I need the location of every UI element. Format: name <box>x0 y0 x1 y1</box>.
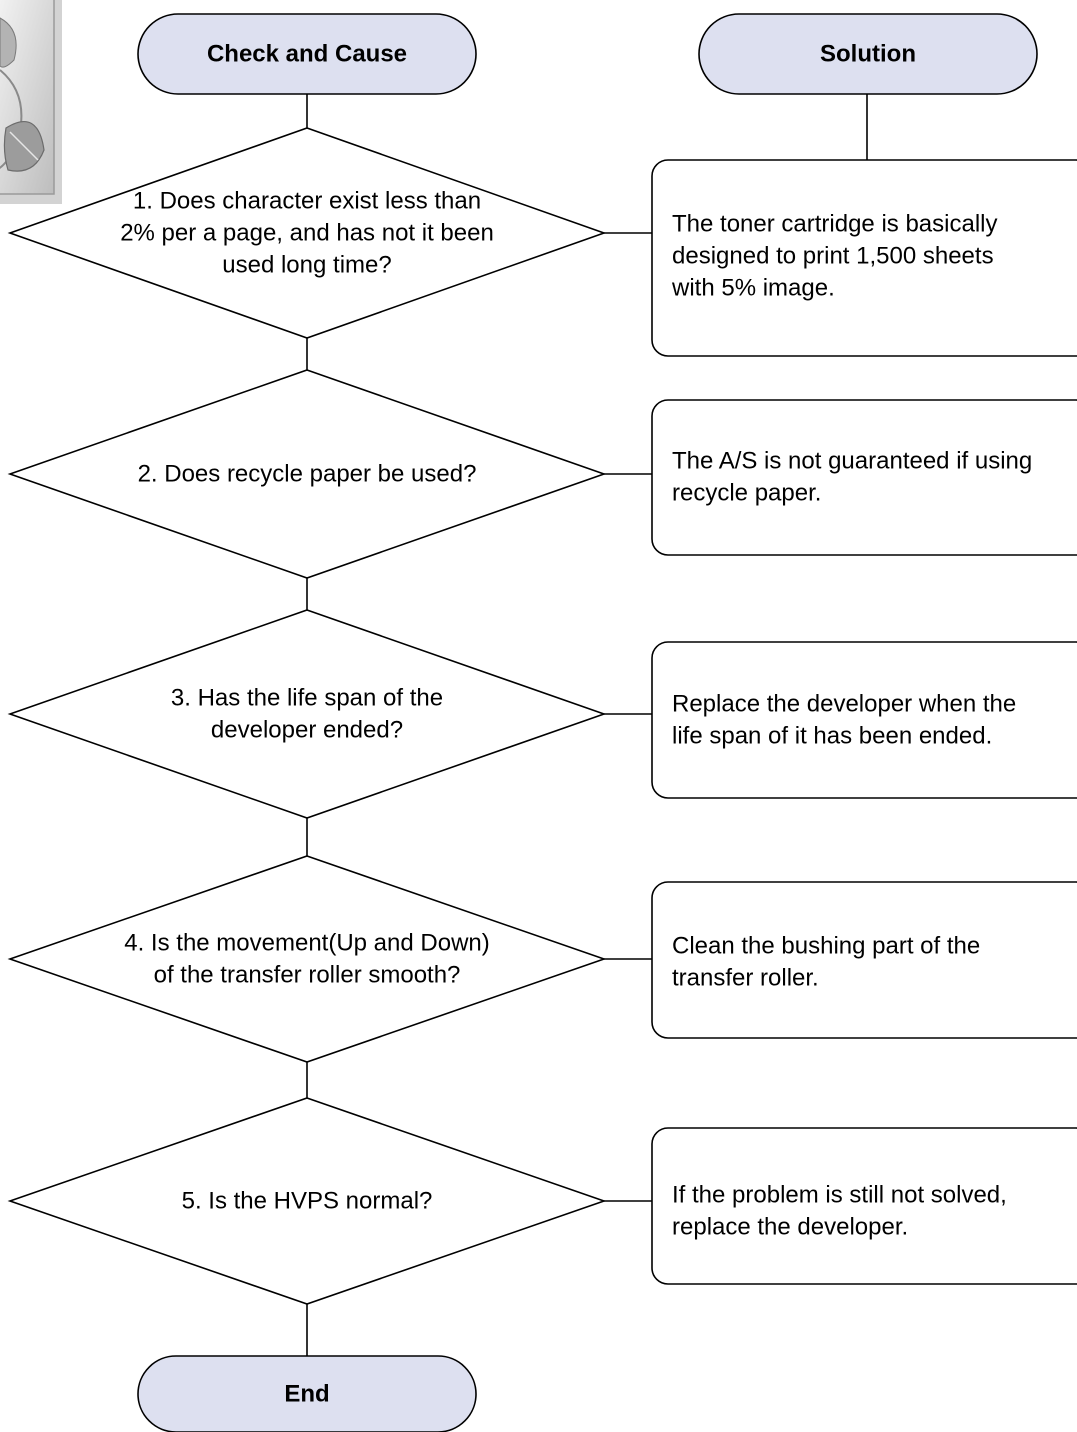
check-steps: 1. Does character exist less than 2% per … <box>7 127 607 1305</box>
solution-box <box>651 399 1077 556</box>
solution-text-line: Clean the bushing part of the <box>672 933 980 960</box>
check-step-1: 1. Does character exist less than 2% per … <box>7 127 607 339</box>
check-step-5: 5. Is the HVPS normal? <box>7 1097 607 1305</box>
solution-text-line: The A/S is not guaranteed if using <box>672 448 1032 475</box>
check-question-line: 3. Has the life span of the <box>171 685 443 712</box>
check-question-line: developer ended? <box>211 717 403 744</box>
solution-text-line: If the problem is still not solved, <box>672 1182 1007 1209</box>
check-question-line: used long time? <box>222 252 391 279</box>
leaf-illustration-icon <box>0 0 62 204</box>
solution-text-line: with 5% image. <box>671 275 835 302</box>
solution-box <box>651 1127 1077 1285</box>
check-step-4: 4. Is the movement(Up and Down) of the tr… <box>7 855 607 1063</box>
check-and-cause-label: Check and Cause <box>207 41 407 68</box>
connector-lines <box>306 94 868 1356</box>
solution-steps: The toner cartridge is basically designed… <box>651 159 1077 1285</box>
decision-diamond <box>7 1097 607 1305</box>
solution-text-line: The toner cartridge is basically <box>672 211 997 238</box>
decision-diamond <box>7 369 607 579</box>
solution-text-line: replace the developer. <box>672 1214 908 1241</box>
solution-step-2: The A/S is not guaranteed if using recycl… <box>651 399 1077 556</box>
solution-box <box>651 641 1077 799</box>
decision-diamond <box>7 609 607 819</box>
check-question-line: 5. Is the HVPS normal? <box>182 1188 433 1215</box>
solution-step-5: If the problem is still not solved, repla… <box>651 1127 1077 1285</box>
end-terminal: End <box>137 1355 477 1432</box>
solution-label: Solution <box>820 41 916 68</box>
solution-box <box>651 159 1077 357</box>
solution-text-line: recycle paper. <box>672 480 821 507</box>
check-question-line: of the transfer roller smooth? <box>154 962 461 989</box>
terminal-shape <box>137 13 477 95</box>
check-and-cause-header: Check and Cause <box>137 13 477 95</box>
check-question-line: 1. Does character exist less than <box>133 188 481 215</box>
solution-text-line: designed to print 1,500 sheets <box>672 243 994 270</box>
decision-diamond <box>7 855 607 1063</box>
check-question-line: 4. Is the movement(Up and Down) <box>124 930 490 957</box>
check-step-2: 2. Does recycle paper be used? <box>7 369 607 579</box>
solution-header: Solution <box>698 13 1038 95</box>
solution-text-line: transfer roller. <box>672 965 819 992</box>
solution-text-line: life span of it has been ended. <box>672 723 992 750</box>
solution-step-3: Replace the developer when the life span … <box>651 641 1077 799</box>
check-question-line: 2% per a page, and has not it been <box>120 220 494 247</box>
solution-text-line: Replace the developer when the <box>672 691 1016 718</box>
terminal-shape <box>698 13 1038 95</box>
solution-step-1: The toner cartridge is basically designed… <box>651 159 1077 357</box>
solution-step-4: Clean the bushing part of the transfer ro… <box>651 881 1077 1039</box>
terminal-shape <box>137 1355 477 1432</box>
end-label: End <box>284 1381 329 1408</box>
decision-diamond <box>7 127 607 339</box>
check-step-3: 3. Has the life span of the developer end… <box>7 609 607 819</box>
solution-box <box>651 881 1077 1039</box>
check-question-line: 2. Does recycle paper be used? <box>138 461 477 488</box>
